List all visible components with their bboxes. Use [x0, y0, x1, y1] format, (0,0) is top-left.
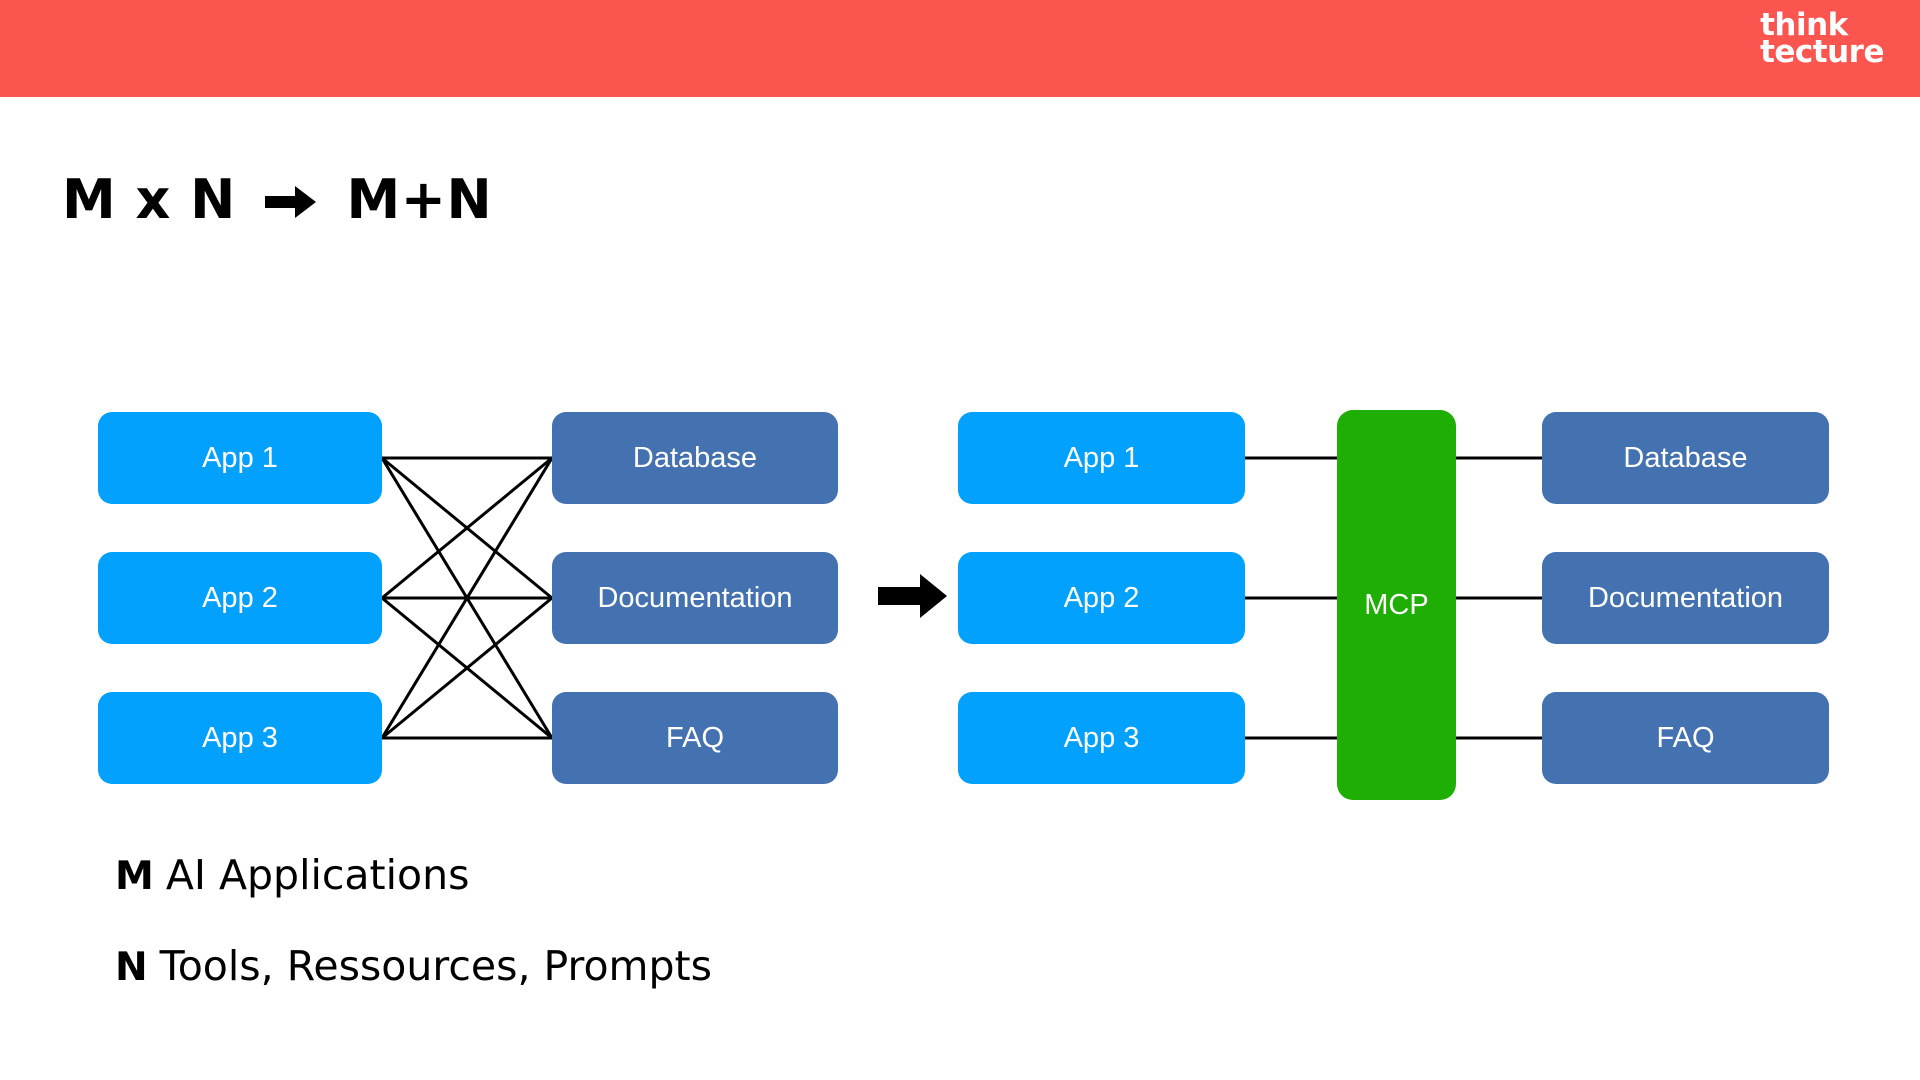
right-app-1-label: App 1	[1063, 441, 1140, 474]
left-app-1-node[interactable]: App 1	[98, 412, 382, 504]
right-app-3-node[interactable]: App 3	[958, 692, 1245, 784]
mcp-hub-node[interactable]: MCP	[1337, 410, 1456, 800]
right-app-2-label: App 2	[1063, 581, 1140, 614]
left-mesh-lines	[380, 456, 554, 740]
legend-key-n: N	[115, 945, 148, 990]
right-app-3-label: App 3	[1063, 721, 1140, 754]
right-resource-documentation-node[interactable]: Documentation	[1542, 552, 1829, 644]
left-app-3-node[interactable]: App 3	[98, 692, 382, 784]
left-resource-faq-label: FAQ	[665, 721, 724, 754]
left-resource-database-label: Database	[632, 441, 758, 474]
legend-key-m: M	[115, 854, 154, 899]
header-bar	[0, 0, 1920, 97]
right-app-2-node[interactable]: App 2	[958, 552, 1245, 644]
page-title: M x N M+N	[62, 168, 492, 238]
left-resource-database-node[interactable]: Database	[552, 412, 838, 504]
transform-arrow-icon	[878, 572, 948, 620]
right-resource-database-label: Database	[1623, 441, 1748, 474]
page-title-after: M+N	[346, 168, 493, 231]
left-resource-faq-node[interactable]: FAQ	[552, 692, 838, 784]
right-resource-faq-label: FAQ	[1656, 721, 1715, 754]
left-resource-documentation-label: Documentation	[597, 581, 793, 614]
right-resource-faq-node[interactable]: FAQ	[1542, 692, 1829, 784]
think-tecture-logo: think tecture	[1760, 7, 1884, 71]
left-app-2-node[interactable]: App 2	[98, 552, 382, 644]
right-resource-documentation-label: Documentation	[1587, 581, 1784, 614]
legend-text-m: AI Applications	[165, 851, 470, 899]
left-app-2-label: App 2	[202, 581, 278, 614]
legend-text-n: Tools, Ressources, Prompts	[159, 942, 712, 990]
right-app-1-node[interactable]: App 1	[958, 412, 1245, 504]
left-app-1-label: App 1	[202, 441, 278, 474]
logo-line-tecture: tecture	[1760, 34, 1884, 71]
page-title-before: M x N	[62, 168, 236, 231]
left-app-3-label: App 3	[202, 721, 278, 754]
left-resource-documentation-node[interactable]: Documentation	[552, 552, 838, 644]
right-resource-database-node[interactable]: Database	[1542, 412, 1829, 504]
logo-line-think: think	[1760, 7, 1848, 43]
right-arrow-icon	[265, 169, 317, 232]
mcp-hub-label: MCP	[1364, 588, 1429, 621]
